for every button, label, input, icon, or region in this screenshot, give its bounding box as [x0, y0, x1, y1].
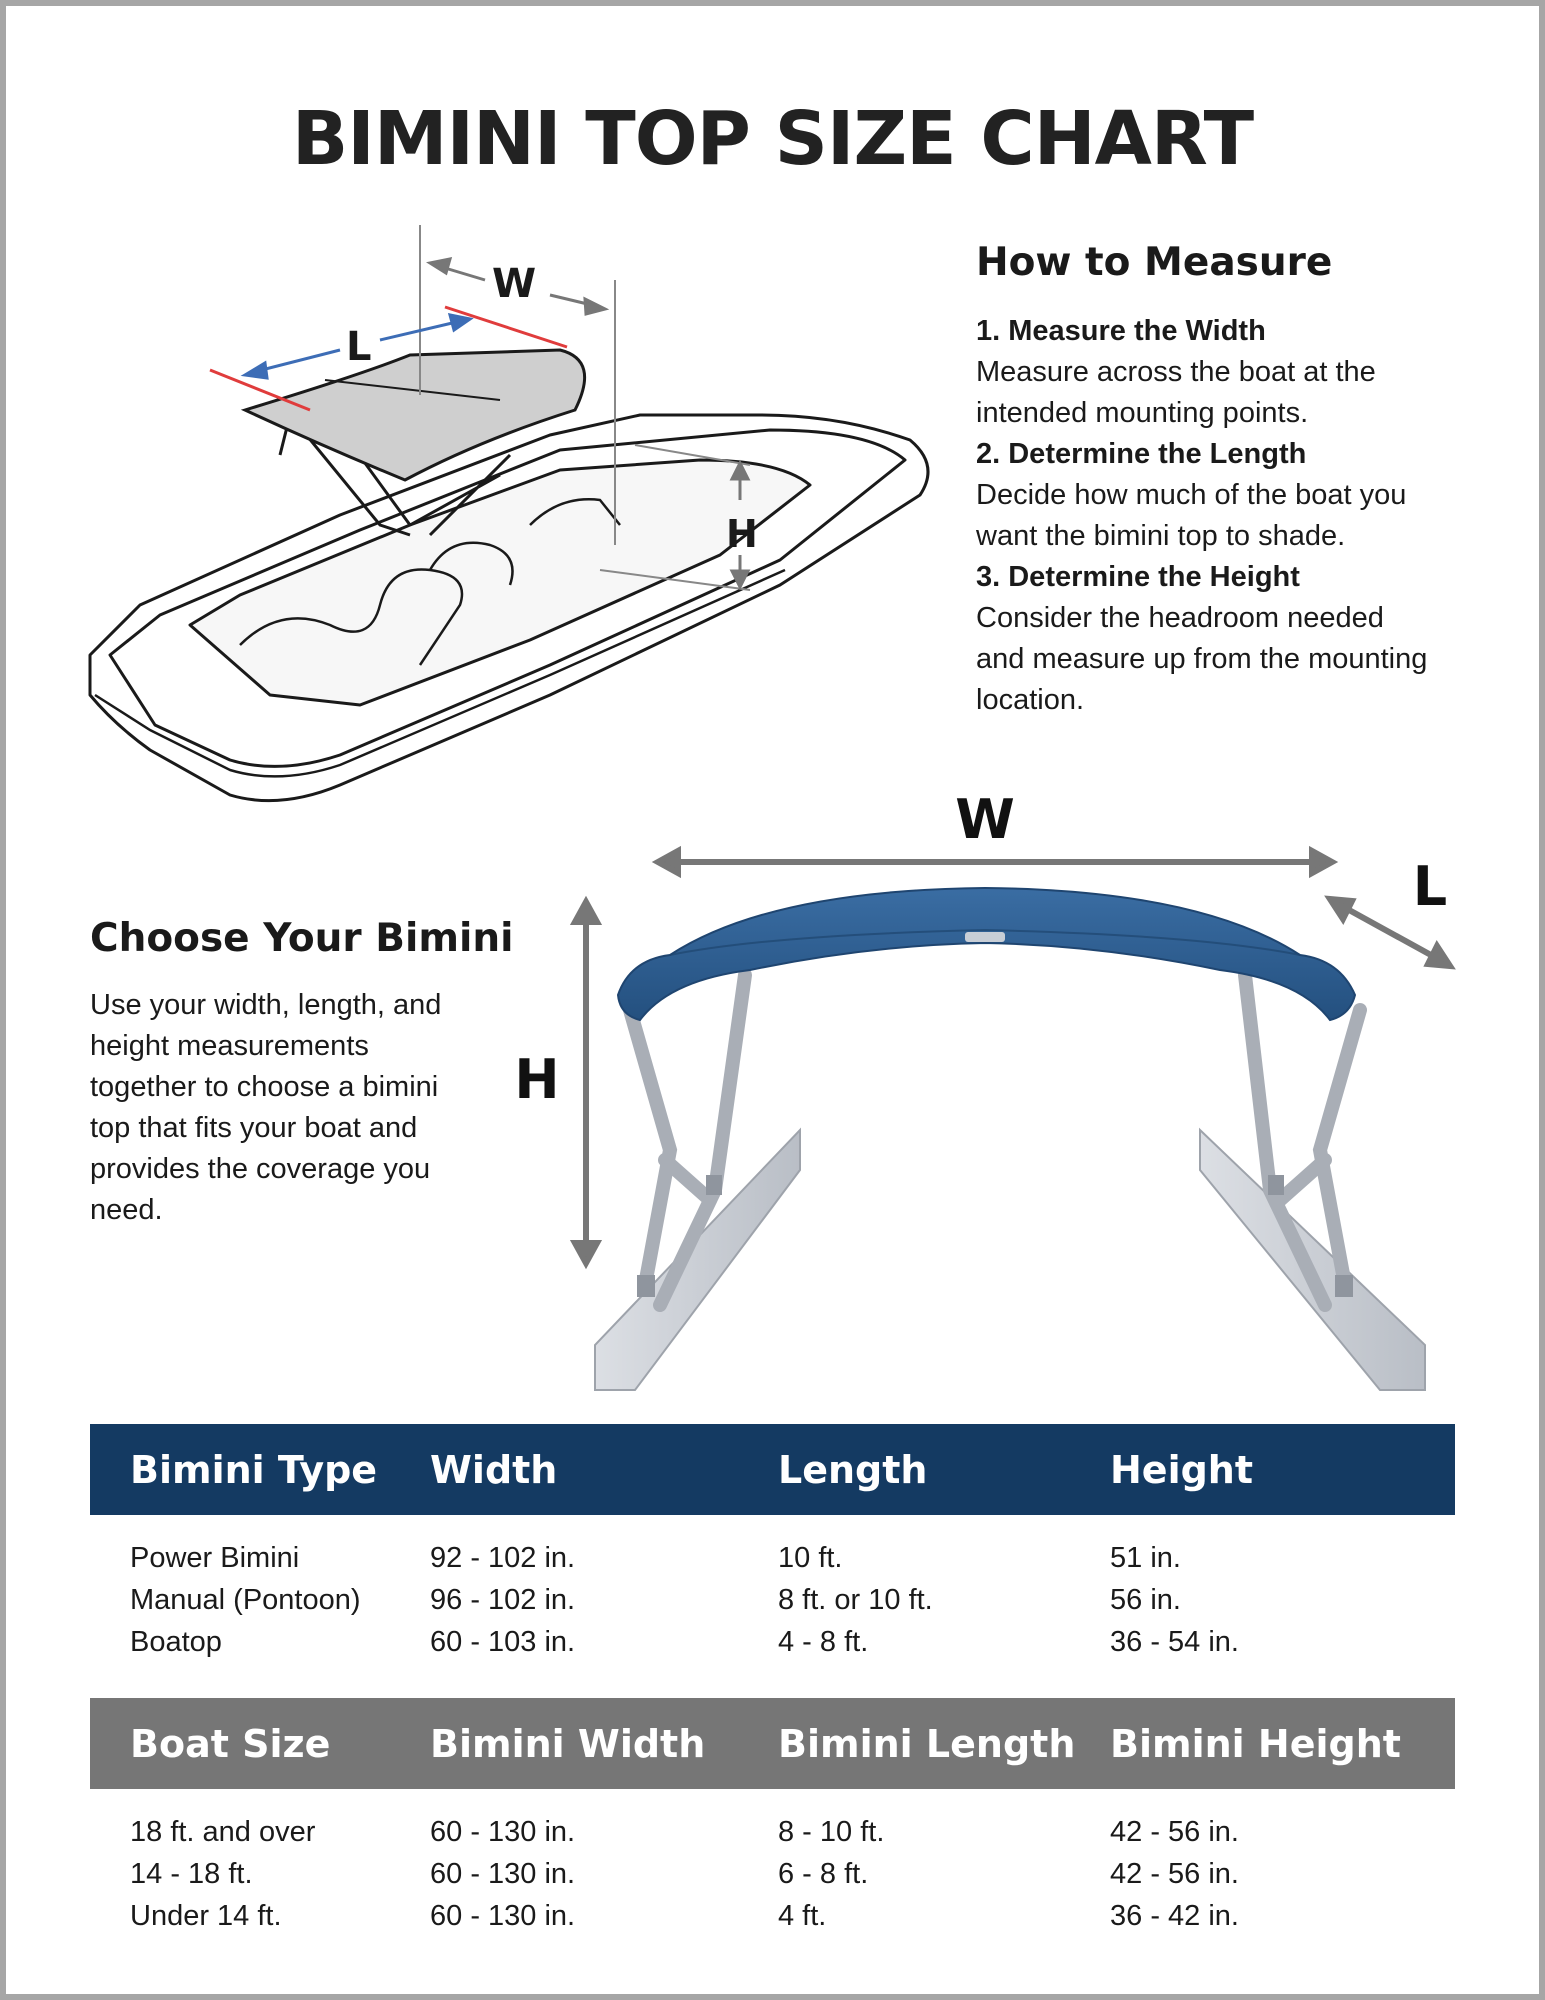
table-body: Power Bimini 92 - 102 in. 10 ft. 51 in. … — [90, 1515, 1455, 1663]
table-cell: Power Bimini — [130, 1541, 300, 1574]
bimini-type-table: Bimini Type Width Length Height Power Bi… — [90, 1424, 1455, 1663]
choose-line: need. — [90, 1194, 163, 1226]
table-cell: 4 - 8 ft. — [778, 1625, 869, 1658]
measure-step-line: Decide how much of the boat you — [976, 479, 1407, 511]
bimini-canopy — [240, 348, 587, 482]
boat-size-table: Boat Size Bimini Width Bimini Length Bim… — [90, 1698, 1455, 1937]
boat-h-label: H — [726, 512, 758, 556]
choose-line: Use your width, length, and — [90, 989, 442, 1021]
column-header: Height — [1110, 1447, 1254, 1492]
column-header: Bimini Width — [430, 1721, 706, 1766]
column-header: Bimini Length — [778, 1721, 1076, 1766]
table-row: Boatop 60 - 103 in. 4 - 8 ft. 36 - 54 in… — [90, 1621, 1455, 1663]
table-cell: 42 - 56 in. — [1110, 1815, 1239, 1848]
table-row: 14 - 18 ft. 60 - 130 in. 6 - 8 ft. 42 - … — [90, 1853, 1455, 1895]
table-row: Power Bimini 92 - 102 in. 10 ft. 51 in. — [90, 1537, 1455, 1579]
table-cell: 8 ft. or 10 ft. — [778, 1583, 933, 1616]
how-to-measure-heading: How to Measure — [976, 240, 1333, 285]
table-cell: 60 - 103 in. — [430, 1625, 576, 1658]
measure-step-line: Measure across the boat at the — [976, 356, 1376, 388]
right-pontoon-rail — [1199, 1127, 1426, 1391]
left-pontoon-rail — [594, 1127, 801, 1391]
table-cell: 92 - 102 in. — [430, 1541, 576, 1574]
column-header: Width — [430, 1447, 558, 1492]
choose-bimini-heading: Choose Your Bimini — [90, 916, 514, 961]
measure-step-title: 3. Determine the Height — [976, 561, 1300, 593]
table-row: 18 ft. and over 60 - 130 in. 8 - 10 ft. … — [90, 1811, 1455, 1853]
table-cell: 6 - 8 ft. — [778, 1857, 869, 1890]
measure-step-line: intended mounting points. — [976, 397, 1309, 429]
table-cell: 60 - 130 in. — [430, 1815, 576, 1848]
table-cell: Boatop — [130, 1625, 222, 1658]
table-cell: 36 - 42 in. — [1110, 1899, 1239, 1932]
choose-line: height measurements — [90, 1030, 369, 1062]
boat-cockpit — [188, 458, 812, 707]
table-cell: 14 - 18 ft. — [130, 1857, 253, 1890]
choose-bimini-text: Use your width, length, and height measu… — [90, 985, 490, 1231]
measure-step-2: 2. Determine the Length Decide how much … — [976, 434, 1496, 557]
table-cell: Under 14 ft. — [130, 1899, 282, 1932]
table-cell: 56 in. — [1110, 1583, 1181, 1616]
choose-line: top that fits your boat and — [90, 1112, 418, 1144]
table-cell: 18 ft. and over — [130, 1815, 316, 1848]
column-header: Boat Size — [130, 1721, 331, 1766]
choose-line: provides the coverage you — [90, 1153, 431, 1185]
table-header: Bimini Type Width Length Height — [90, 1424, 1455, 1515]
boat-l-label: L — [346, 324, 372, 370]
column-header: Bimini Type — [130, 1447, 378, 1492]
bimini-l-label: L — [1413, 855, 1447, 918]
column-header: Length — [778, 1447, 928, 1492]
bimini-canopy — [616, 886, 1357, 1022]
table-cell: Manual (Pontoon) — [130, 1583, 361, 1616]
table-row: Under 14 ft. 60 - 130 in. 4 ft. 36 - 42 … — [90, 1895, 1455, 1937]
choose-bimini-section: Choose Your Bimini Use your width, lengt… — [90, 916, 514, 1231]
bimini-w-label: W — [955, 788, 1015, 851]
table-cell: 60 - 130 in. — [430, 1899, 576, 1932]
measure-step-3: 3. Determine the Height Consider the hea… — [976, 557, 1496, 721]
measure-step-title: 2. Determine the Length — [976, 438, 1307, 470]
measure-step-line: and measure up from the mounting — [976, 643, 1428, 675]
table-cell: 96 - 102 in. — [430, 1583, 576, 1616]
table-row: Manual (Pontoon) 96 - 102 in. 8 ft. or 1… — [90, 1579, 1455, 1621]
choose-line: together to choose a bimini — [90, 1071, 439, 1103]
table-header: Boat Size Bimini Width Bimini Length Bim… — [90, 1698, 1455, 1789]
bimini-top-illustration: W L H — [514, 788, 1456, 1391]
table-cell: 51 in. — [1110, 1541, 1181, 1574]
table-cell: 36 - 54 in. — [1110, 1625, 1239, 1658]
measure-step-1: 1. Measure the Width Measure across the … — [976, 311, 1496, 434]
measure-step-title: 1. Measure the Width — [976, 315, 1266, 347]
table-cell: 60 - 130 in. — [430, 1857, 576, 1890]
table-cell: 8 - 10 ft. — [778, 1815, 885, 1848]
boat-measurement-illustration: W L H — [88, 225, 930, 803]
bimini-h-label: H — [514, 1048, 559, 1111]
page-title: BIMINI TOP SIZE CHART — [291, 96, 1254, 182]
table-body: 18 ft. and over 60 - 130 in. 8 - 10 ft. … — [90, 1789, 1455, 1937]
boat-windshield — [529, 498, 621, 526]
column-header: Bimini Height — [1110, 1721, 1401, 1766]
measure-step-line: Consider the headroom needed — [976, 602, 1384, 634]
boat-w-label: W — [492, 261, 536, 307]
table-cell: 42 - 56 in. — [1110, 1857, 1239, 1890]
table-cell: 4 ft. — [778, 1899, 827, 1932]
measure-step-line: location. — [976, 684, 1085, 716]
how-to-measure-section: How to Measure 1. Measure the Width Meas… — [976, 240, 1496, 721]
measure-step-line: want the bimini top to shade. — [976, 520, 1346, 552]
table-cell: 10 ft. — [778, 1541, 843, 1574]
